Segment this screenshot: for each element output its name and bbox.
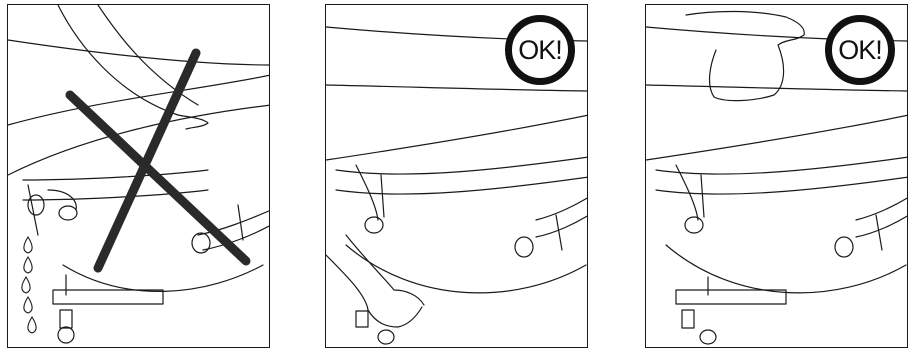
panel-correct-1: OK! bbox=[325, 4, 588, 348]
ok-badge-icon: OK! bbox=[825, 15, 895, 85]
ok-badge-icon: OK! bbox=[505, 15, 575, 85]
panel-correct-2: OK! bbox=[645, 4, 908, 348]
panel-wrong bbox=[7, 4, 270, 348]
cross-mark-icon bbox=[8, 5, 270, 348]
ok-badge-label: OK! bbox=[838, 35, 882, 66]
ok-badge-label: OK! bbox=[518, 35, 562, 66]
